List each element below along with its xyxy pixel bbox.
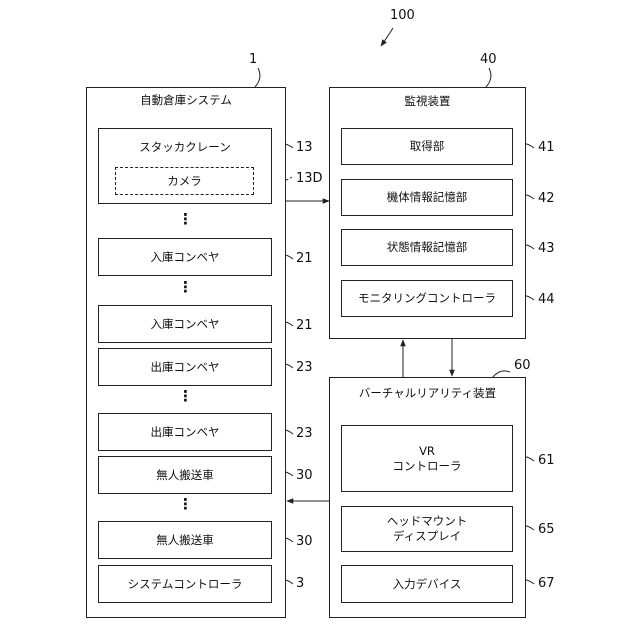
input-device-ref: 67 xyxy=(538,576,555,591)
monitoring-device-title: 監視装置 xyxy=(329,94,526,109)
outbound-conveyor-ref-1: 23 xyxy=(296,360,313,375)
input-device-box: 入力デバイス xyxy=(341,565,513,603)
monitoring-controller-label: モニタリングコントローラ xyxy=(358,291,496,306)
head-mounted-display-box: ヘッドマウント ディスプレイ xyxy=(341,506,513,552)
system-controller-box: システムコントローラ xyxy=(98,565,272,603)
ref-1-leader xyxy=(255,68,260,87)
monitoring-controller-box: モニタリングコントローラ xyxy=(341,280,513,317)
system-controller-label: システムコントローラ xyxy=(128,577,243,592)
vr-ref-label: 60 xyxy=(514,358,531,373)
acquisition-unit-ref: 41 xyxy=(538,140,555,155)
inbound-conveyor-ref-1: 21 xyxy=(296,251,313,266)
vr-controller-ref: 61 xyxy=(538,453,555,468)
agv-box-1: 無人搬送車 xyxy=(98,456,272,494)
agv-ref-1: 30 xyxy=(296,468,313,483)
head-mounted-display-label-line1: ヘッドマウント xyxy=(387,514,468,529)
state-info-storage-ref: 43 xyxy=(538,241,555,256)
head-mounted-display-label-line2: ディスプレイ xyxy=(393,529,461,544)
machine-info-storage-box: 機体情報記憶部 xyxy=(341,179,513,216)
ellipsis-2: ⋮ xyxy=(178,280,192,295)
agv-label-1: 無人搬送車 xyxy=(156,468,214,483)
machine-info-storage-ref: 42 xyxy=(538,191,555,206)
stacker-crane-label: スタッカクレーン xyxy=(98,140,272,155)
inbound-conveyor-box-1: 入庫コンベヤ xyxy=(98,238,272,276)
state-info-storage-box: 状態情報記憶部 xyxy=(341,229,513,266)
input-device-label: 入力デバイス xyxy=(393,577,462,592)
inbound-conveyor-ref-2: 21 xyxy=(296,318,313,333)
inbound-conveyor-label-2: 入庫コンベヤ xyxy=(151,317,220,332)
figure-ref-label: 100 xyxy=(390,8,415,23)
vr-controller-box: VR コントローラ xyxy=(341,425,513,492)
monitoring-controller-ref: 44 xyxy=(538,292,555,307)
ellipsis-1: ⋮ xyxy=(178,212,192,227)
ref-40-leader xyxy=(486,68,491,87)
vr-controller-label-line1: VR xyxy=(419,444,435,459)
outbound-conveyor-label-2: 出庫コンベヤ xyxy=(151,425,220,440)
camera-label: カメラ xyxy=(167,174,202,189)
ellipsis-4: ⋮ xyxy=(178,497,192,512)
inbound-conveyor-box-2: 入庫コンベヤ xyxy=(98,305,272,343)
agv-ref-2: 30 xyxy=(296,534,313,549)
ellipsis-3: ⋮ xyxy=(178,389,192,404)
monitor-ref-label: 40 xyxy=(480,52,497,67)
outbound-conveyor-label-1: 出庫コンベヤ xyxy=(151,360,220,375)
automated-warehouse-system-title: 自動倉庫システム xyxy=(86,93,286,108)
outbound-conveyor-box-1: 出庫コンベヤ xyxy=(98,348,272,386)
stacker-crane-ref: 13 xyxy=(296,140,313,155)
outbound-conveyor-box-2: 出庫コンベヤ xyxy=(98,413,272,451)
system-ref-label: 1 xyxy=(249,52,257,67)
agv-label-2: 無人搬送車 xyxy=(156,533,214,548)
state-info-storage-label: 状態情報記憶部 xyxy=(387,240,468,255)
system-controller-ref: 3 xyxy=(296,576,304,591)
acquisition-unit-box: 取得部 xyxy=(341,128,513,165)
vr-device-title: バーチャルリアリティ装置 xyxy=(329,386,526,401)
camera-box: カメラ xyxy=(115,167,254,195)
camera-ref: 13D xyxy=(296,171,323,186)
agv-box-2: 無人搬送車 xyxy=(98,521,272,559)
ref-100-leader xyxy=(381,28,393,46)
machine-info-storage-label: 機体情報記憶部 xyxy=(387,190,468,205)
vr-controller-label-line2: コントローラ xyxy=(393,459,462,474)
head-mounted-display-ref: 65 xyxy=(538,522,555,537)
acquisition-unit-label: 取得部 xyxy=(410,139,445,154)
inbound-conveyor-label-1: 入庫コンベヤ xyxy=(151,250,220,265)
outbound-conveyor-ref-2: 23 xyxy=(296,426,313,441)
